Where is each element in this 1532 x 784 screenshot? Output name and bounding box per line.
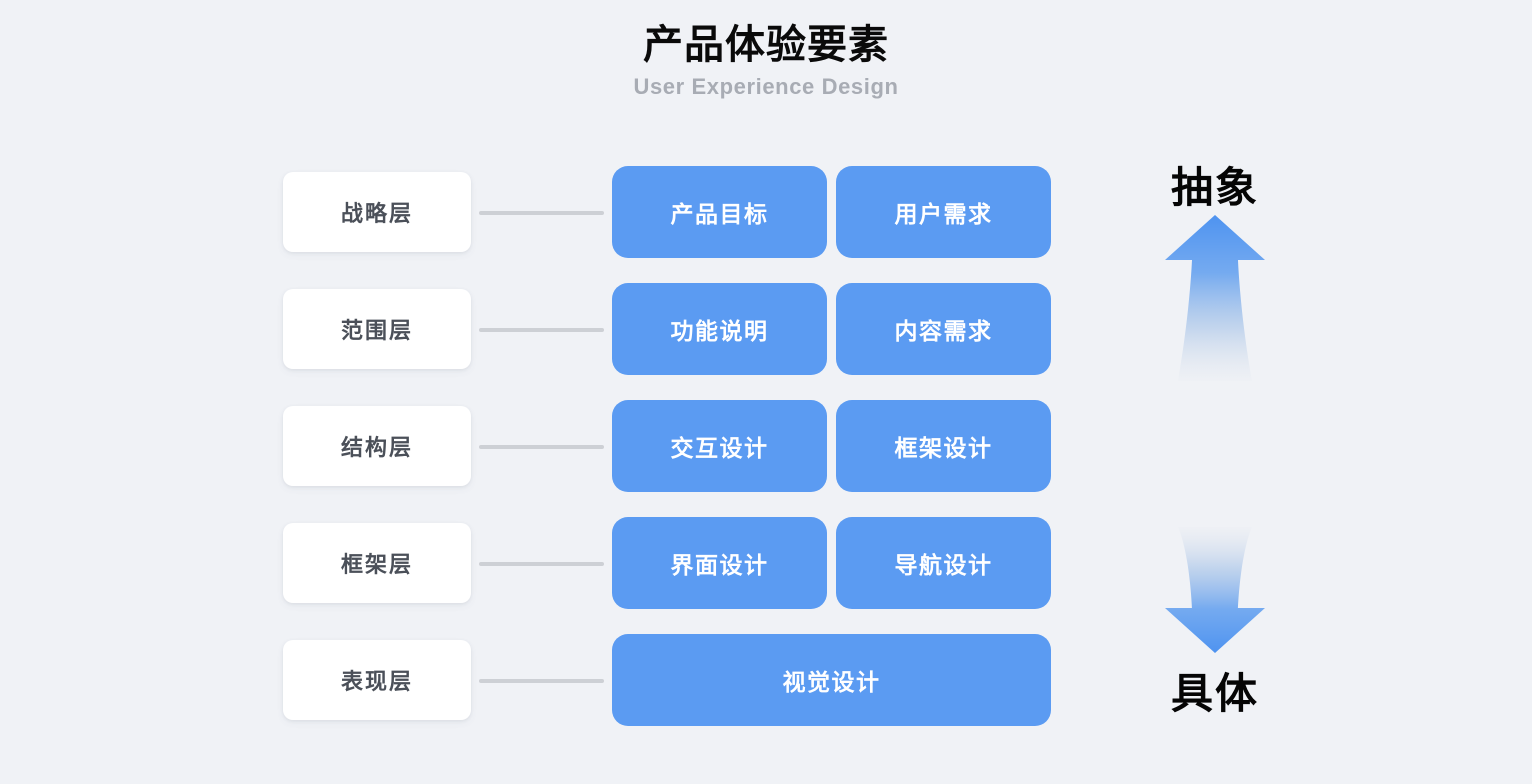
- layer-card-group: 功能说明 内容需求: [612, 283, 1051, 375]
- layer-card-group: 交互设计 框架设计: [612, 400, 1051, 492]
- layer-label-chip[interactable]: 战略层: [283, 172, 471, 252]
- layer-label-chip[interactable]: 框架层: [283, 523, 471, 603]
- connector-line: [479, 328, 604, 332]
- layer-card[interactable]: 视觉设计: [612, 634, 1051, 726]
- connector-line: [479, 445, 604, 449]
- layer-row: 范围层 功能说明 内容需求: [283, 283, 1051, 375]
- abstraction-axis: 抽象: [1140, 140, 1290, 750]
- arrow-down-icon-shape: [1165, 527, 1265, 653]
- layer-card[interactable]: 交互设计: [612, 400, 827, 492]
- layer-card[interactable]: 功能说明: [612, 283, 827, 375]
- connector-line: [479, 562, 604, 566]
- layer-row: 框架层 界面设计 导航设计: [283, 517, 1051, 609]
- layer-card[interactable]: 框架设计: [836, 400, 1051, 492]
- layer-label-chip[interactable]: 结构层: [283, 406, 471, 486]
- arrow-up-icon: [1162, 213, 1268, 383]
- layer-card[interactable]: 用户需求: [836, 166, 1051, 258]
- page-subtitle: User Experience Design: [633, 74, 899, 100]
- layer-row: 战略层 产品目标 用户需求: [283, 166, 1051, 258]
- arrow-up-icon-shape: [1165, 215, 1265, 381]
- axis-label-abstract: 抽象: [1170, 164, 1259, 211]
- axis-label-concrete: 具体: [1170, 670, 1259, 717]
- page-title: 产品体验要素: [643, 23, 889, 67]
- layer-card[interactable]: 内容需求: [836, 283, 1051, 375]
- layer-card-group: 产品目标 用户需求: [612, 166, 1051, 258]
- connector-line: [479, 679, 604, 683]
- layer-label-chip[interactable]: 范围层: [283, 289, 471, 369]
- layer-card[interactable]: 产品目标: [612, 166, 827, 258]
- arrow-down-icon: [1162, 525, 1268, 655]
- layer-row: 结构层 交互设计 框架设计: [283, 400, 1051, 492]
- layer-label-chip[interactable]: 表现层: [283, 640, 471, 720]
- page-header: 产品体验要素 User Experience Design: [0, 22, 1532, 100]
- layer-row: 表现层 视觉设计: [283, 634, 1051, 726]
- layer-card[interactable]: 导航设计: [836, 517, 1051, 609]
- connector-line: [479, 211, 604, 215]
- layer-card-group: 界面设计 导航设计: [612, 517, 1051, 609]
- layer-card[interactable]: 界面设计: [612, 517, 827, 609]
- layer-card-group: 视觉设计: [612, 634, 1051, 726]
